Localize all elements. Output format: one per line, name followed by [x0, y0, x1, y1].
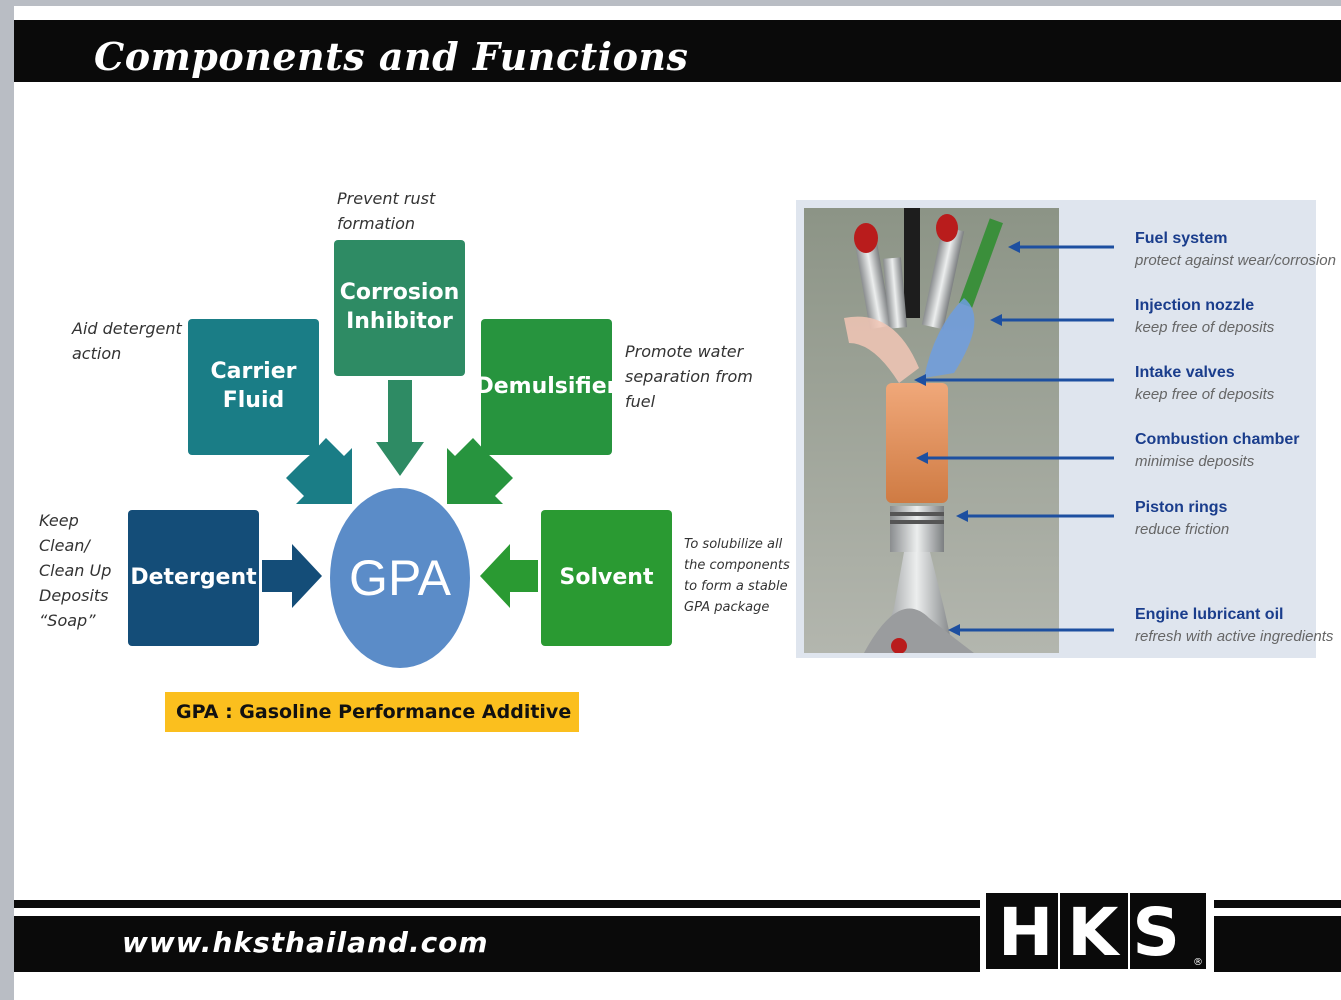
- gpa-circle: GPA: [330, 488, 470, 668]
- box-corrosion-inhibitor: Corrosion Inhibitor: [334, 240, 465, 376]
- label-demulsifier: Demulsifier: [475, 373, 618, 399]
- gpa-legend: GPA : Gasoline Performance Additive: [165, 692, 579, 732]
- engine-label-desc: keep free of deposits: [1135, 386, 1275, 403]
- arrow-detergent-to-gpa: [262, 544, 322, 608]
- footer-bar-right: [1214, 916, 1341, 972]
- arrow-corrosion-to-gpa: [376, 380, 424, 476]
- note-solvent: To solubilize all the components to form…: [684, 537, 790, 615]
- note-detergent: Keep Clean/ Clean Up Deposits “Soap”: [39, 511, 112, 630]
- label-solvent: Solvent: [559, 564, 654, 590]
- engine-label-desc: refresh with active ingredients: [1135, 628, 1334, 645]
- engine-label-piston-rings: Piston rings reduce friction: [1135, 499, 1229, 538]
- note-carrier-fluid: Aid detergent action: [72, 319, 182, 363]
- box-solvent: Solvent: [541, 510, 672, 646]
- footer-rule-right: [1214, 900, 1341, 908]
- box-demulsifier: Demulsifier: [475, 319, 618, 455]
- engine-label-desc: keep free of deposits: [1135, 319, 1275, 336]
- engine-label-desc: reduce friction: [1135, 521, 1230, 538]
- engine-cutaway-image: [804, 208, 1059, 653]
- arrow-solvent-to-gpa: [480, 544, 538, 608]
- slide-title: Components and Functions: [94, 34, 689, 79]
- label-corrosion-inhibitor: Corrosion Inhibitor: [339, 280, 460, 334]
- box-carrier-fluid: Carrier Fluid: [188, 319, 319, 455]
- footer-url: www.hksthailand.com: [122, 926, 489, 959]
- box-detergent: Detergent: [128, 510, 259, 646]
- engine-label-desc: minimise deposits: [1135, 453, 1255, 470]
- footer-rule: [14, 900, 980, 908]
- engine-label-name: Fuel system: [1135, 230, 1228, 247]
- engine-label-name: Combustion chamber: [1135, 431, 1300, 448]
- engine-label-name: Piston rings: [1135, 499, 1228, 516]
- footer-bar: www.hksthailand.com: [14, 916, 980, 972]
- slide: Components and Functions Prevent rust fo…: [14, 6, 1341, 1000]
- engine-label-name: Injection nozzle: [1135, 297, 1255, 314]
- label-detergent: Detergent: [130, 564, 257, 590]
- engine-label-desc: protect against wear/corrosion: [1135, 252, 1336, 269]
- engine-photo-panel: Fuel system protect against wear/corrosi…: [796, 200, 1336, 658]
- engine-label-name: Engine lubricant oil: [1135, 606, 1284, 623]
- hks-logo-mark: ®: [1193, 957, 1203, 968]
- engine-label-fuel-system: Fuel system protect against wear/corrosi…: [1135, 230, 1336, 269]
- engine-label-injection-nozzle: Injection nozzle keep free of deposits: [1135, 297, 1274, 336]
- note-corrosion-inhibitor: Prevent rust formation: [337, 189, 436, 233]
- title-bar: Components and Functions: [14, 20, 1341, 82]
- engine-label-intake-valves: Intake valves keep free of deposits: [1135, 364, 1274, 403]
- note-demulsifier: Promote water separation from fuel: [625, 342, 753, 411]
- label-carrier-fluid: Carrier Fluid: [210, 359, 297, 413]
- hks-logo: HKS ®: [982, 889, 1210, 973]
- hks-logo-text: HKS: [998, 894, 1194, 971]
- engine-label-name: Intake valves: [1135, 364, 1235, 381]
- engine-label-combustion-chamber: Combustion chamber minimise deposits: [1135, 431, 1299, 470]
- engine-label-engine-lubricant-oil: Engine lubricant oil refresh with active…: [1135, 606, 1333, 645]
